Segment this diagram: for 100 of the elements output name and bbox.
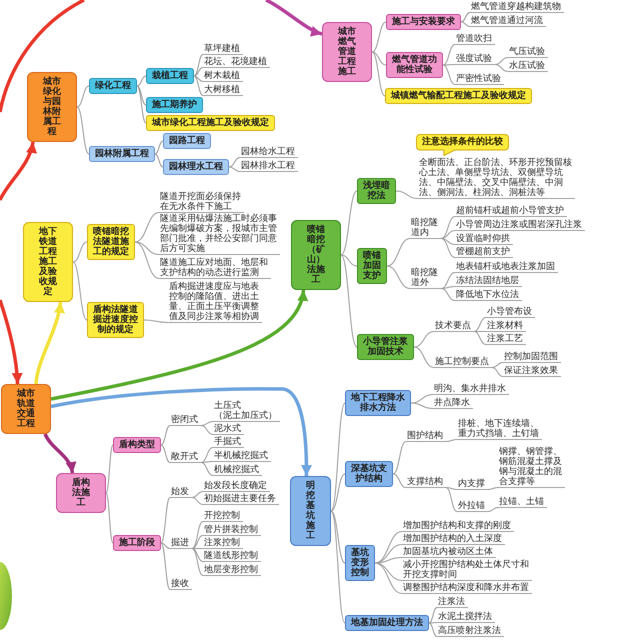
item-text: 手掘式 <box>213 437 244 448</box>
connector-line <box>134 242 160 255</box>
item-text: 严密性试验 <box>455 74 504 85</box>
subtopic-box: 施工与安装要求 <box>386 14 461 30</box>
connector-line <box>192 497 204 505</box>
item-text: 减小开挖围护结构处土体尺寸和开挖支撑时间 <box>402 560 532 581</box>
item-text: 围护结构 <box>406 431 446 442</box>
item-text: 土压式（泥土加压式） <box>213 401 280 422</box>
connector-line <box>446 439 458 442</box>
connector-line <box>414 346 434 368</box>
item-text: 树木栽植 <box>203 71 243 82</box>
subtopic-box: 喷锚加固支护 <box>357 248 387 284</box>
item-text: 园林给水工程 <box>240 147 298 158</box>
item-text: 超前锚杆或超前小导管支护 <box>455 206 567 217</box>
subtopic-box: 盾构类型 <box>113 437 161 453</box>
callout-bubble: 注意选择条件的比较 <box>416 134 509 156</box>
subtopic-box: 燃气管道功能性试验 <box>386 52 443 78</box>
connector-line <box>200 461 214 463</box>
item-text: 注浆控制 <box>203 538 243 549</box>
connector-line <box>134 242 160 279</box>
connector-line <box>192 535 204 549</box>
connector-line <box>194 76 204 96</box>
item-text: 控制加固范围 <box>503 352 561 363</box>
subtopic-box: 施工期养护 <box>146 97 203 113</box>
arrow <box>265 0 323 36</box>
connector-line <box>410 402 434 409</box>
connector-line <box>460 12 470 22</box>
item-text: 地表锚杆或地表注浆加固 <box>455 262 558 273</box>
connector-line <box>192 548 204 549</box>
item-text: 始发 <box>170 487 192 498</box>
connector-line <box>340 254 358 348</box>
item-text: 园林排水工程 <box>240 161 298 172</box>
item-text: 高压喷射注浆法 <box>437 626 504 637</box>
item-text: 管片拼装控制 <box>203 525 261 536</box>
connector-line <box>374 562 402 581</box>
connector-line <box>194 54 204 76</box>
connector-line <box>446 487 458 512</box>
connector-line <box>492 367 504 377</box>
connector-line <box>340 190 358 256</box>
item-text: 密闭式 <box>170 415 201 426</box>
subtopic-box: 园林附属工程 <box>89 146 155 162</box>
subtopic-box: 小导管注浆加固技术 <box>357 334 414 360</box>
item-text: 拉锚、土锚 <box>498 497 547 508</box>
item-text: 接收 <box>170 579 192 590</box>
item-text: 水泥土搅拌法 <box>437 612 495 623</box>
item-text: 隧道线形控制 <box>203 551 261 562</box>
item-text: 隧道开挖面必须保持在无水条件下施工 <box>159 192 244 213</box>
connector-line <box>374 544 402 564</box>
item-text: 井点降水 <box>433 398 473 409</box>
connector-line <box>372 52 386 96</box>
connector-line <box>474 331 486 332</box>
connector-line <box>440 272 456 289</box>
topic-box: 城市燃气管道工程施工 <box>322 22 372 82</box>
item-text: 调整围护结构深度和降水井布置 <box>402 583 532 594</box>
connector-line <box>228 157 240 168</box>
topic-box: 明挖基坑施工 <box>290 476 331 546</box>
item-text: 设置临时仰拱 <box>455 234 513 245</box>
connector-line <box>428 622 438 637</box>
arrow <box>50 290 307 401</box>
connector-line <box>194 76 204 82</box>
connector-line <box>330 402 346 512</box>
connector-line <box>76 86 90 108</box>
connector-line <box>154 154 164 168</box>
topic-box: 地下铁道工程施工及验收规定 <box>23 222 73 302</box>
item-text: 管棚超前支护 <box>455 247 513 258</box>
subtopic-box: 栽植工程 <box>146 68 194 84</box>
subtopic-box: 地下工程降水排水方法 <box>345 390 411 416</box>
connector-line <box>460 22 470 27</box>
connector-line <box>192 548 204 576</box>
item-text: 增加围护结构和支撑的刚度 <box>402 521 514 532</box>
topic-box: 喷锚暗挖（矿山）法施工 <box>291 220 341 290</box>
connector-line <box>200 421 214 426</box>
item-text: 外拉锚 <box>457 501 488 512</box>
item-text: 排桩、地下连续墙、重力式挡墙、土钉墙 <box>457 419 542 440</box>
connector-line <box>488 487 498 490</box>
item-text: 增加围护结构的入土深度 <box>402 534 505 545</box>
item-text: 掘进 <box>170 538 192 549</box>
item-text: 气压试验 <box>508 47 548 58</box>
connector-line <box>200 425 214 435</box>
item-text: 注浆工艺 <box>486 334 526 345</box>
connector-line <box>492 362 504 368</box>
item-text: 地层变形控制 <box>203 565 261 576</box>
connector-line <box>446 487 458 490</box>
item-text: 支撑结构 <box>406 477 446 488</box>
connector-line <box>200 462 214 476</box>
item-text: 敞开式 <box>170 452 201 463</box>
arrow <box>0 299 23 384</box>
connector-line <box>442 64 456 85</box>
connector-line <box>136 86 146 124</box>
item-text: 始发段长度确定 <box>203 481 270 492</box>
connector-line <box>340 254 358 266</box>
item-text: 管道吹扫 <box>455 34 495 45</box>
subtopic-box: 城市绿化工程施工及验收规定 <box>146 115 275 131</box>
subtopic-box: 盾构法隧道掘进速度控制的规定 <box>87 302 144 338</box>
item-text: 燃气管道通过河流 <box>470 16 546 27</box>
connector-line <box>386 266 410 289</box>
item-text: 泥水式 <box>213 424 244 435</box>
connector-line <box>440 288 456 301</box>
item-text: 燃气管道穿越构建筑物 <box>470 2 564 13</box>
item-text: 全断面法、正台阶法、环形开挖预留核心土法、单侧壁导坑法、双侧壁导坑法、中隔壁法、交叉中隔壁法、中洞法、侧洞法、柱洞法、洞桩法等 <box>418 158 575 199</box>
